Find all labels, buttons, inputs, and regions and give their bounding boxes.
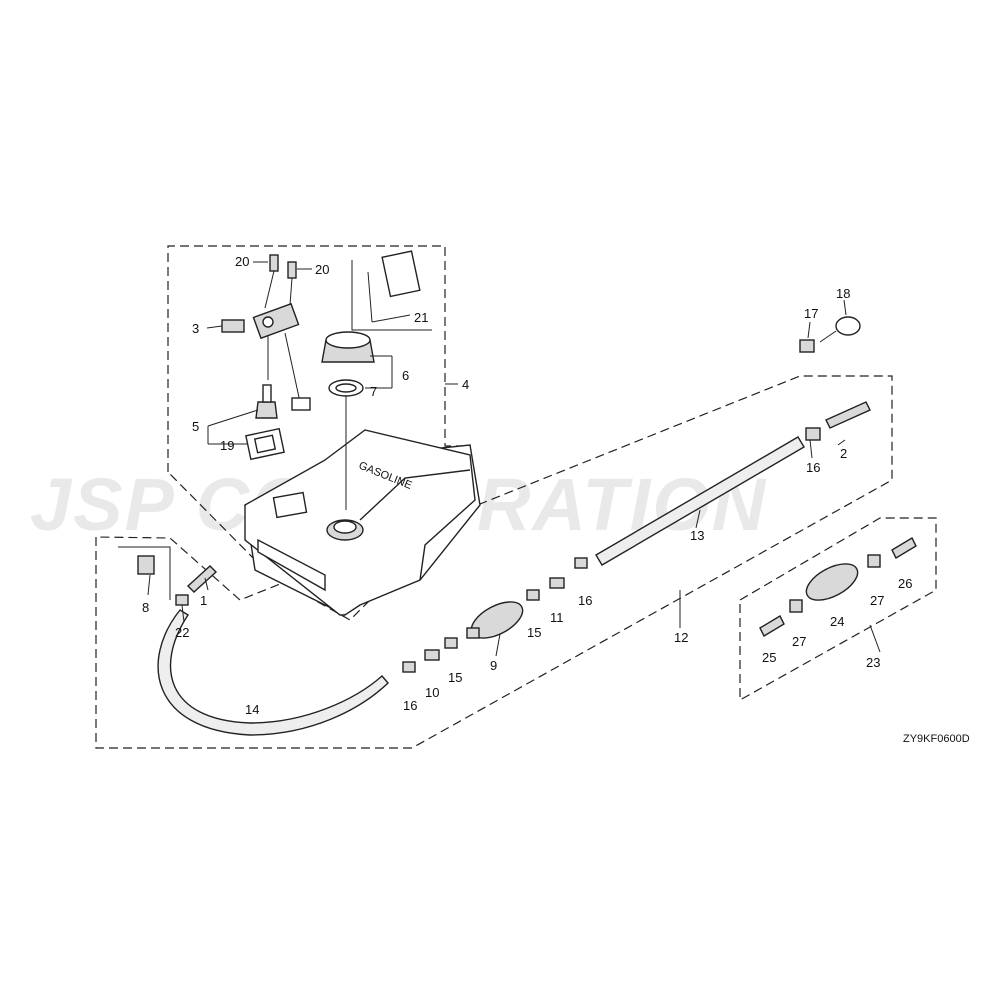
- callout-9: 9: [490, 658, 497, 673]
- callout-7: 7: [370, 384, 377, 399]
- callout-26: 26: [898, 576, 912, 591]
- callout-15-b: 15: [448, 670, 462, 685]
- callout-5: 5: [192, 419, 199, 434]
- cap-frame: [118, 546, 171, 600]
- callout-23: 23: [866, 655, 880, 670]
- callout-12: 12: [674, 630, 688, 645]
- primer-bulb-9: [402, 557, 588, 673]
- tank-connector: [805, 401, 871, 441]
- callout-19: 19: [220, 438, 234, 453]
- callout-17: 17: [804, 306, 818, 321]
- callout-22: 22: [175, 625, 189, 640]
- clip-and-ring: [799, 316, 861, 353]
- callout-21: 21: [414, 310, 428, 325]
- diagram-code: ZY9KF0600D: [903, 733, 970, 745]
- callout-8: 8: [142, 600, 149, 615]
- callout-10: 10: [425, 685, 439, 700]
- fuel-hose-13: [595, 436, 805, 566]
- callout-16-c: 16: [806, 460, 820, 475]
- callout-16-a: 16: [578, 593, 592, 608]
- primer-bulb-24: [759, 537, 917, 637]
- primer-assembly-frame: [739, 517, 937, 702]
- leader-lines: [147, 261, 881, 657]
- callout-16-b: 16: [403, 698, 417, 713]
- callout-4: 4: [462, 377, 469, 392]
- callout-20-a: 20: [235, 254, 249, 269]
- callout-25: 25: [762, 650, 776, 665]
- hose-assembly-frame: [95, 375, 893, 749]
- fuel-tank: GASOLINE: [244, 429, 481, 616]
- callout-27-b: 27: [792, 634, 806, 649]
- callout-14: 14: [245, 702, 259, 717]
- callout-6: 6: [402, 368, 409, 383]
- label-frame: [351, 260, 432, 331]
- callout-15-a: 15: [527, 625, 541, 640]
- callout-3: 3: [192, 321, 199, 336]
- callout-1: 1: [200, 593, 207, 608]
- strainer: [255, 384, 278, 419]
- fuel-hose-14: [157, 609, 389, 736]
- gasket: [245, 427, 285, 461]
- caution-label: [367, 250, 421, 323]
- callout-2: 2: [840, 446, 847, 461]
- callout-11: 11: [550, 610, 564, 625]
- callout-18: 18: [836, 286, 850, 301]
- callout-20-b: 20: [315, 262, 329, 277]
- cap-packing: [328, 379, 364, 397]
- callout-24: 24: [830, 614, 844, 629]
- tank-cap: [321, 331, 375, 363]
- fuel-gauge-assembly: [221, 254, 311, 411]
- callout-13: 13: [690, 528, 704, 543]
- callout-27-a: 27: [870, 593, 884, 608]
